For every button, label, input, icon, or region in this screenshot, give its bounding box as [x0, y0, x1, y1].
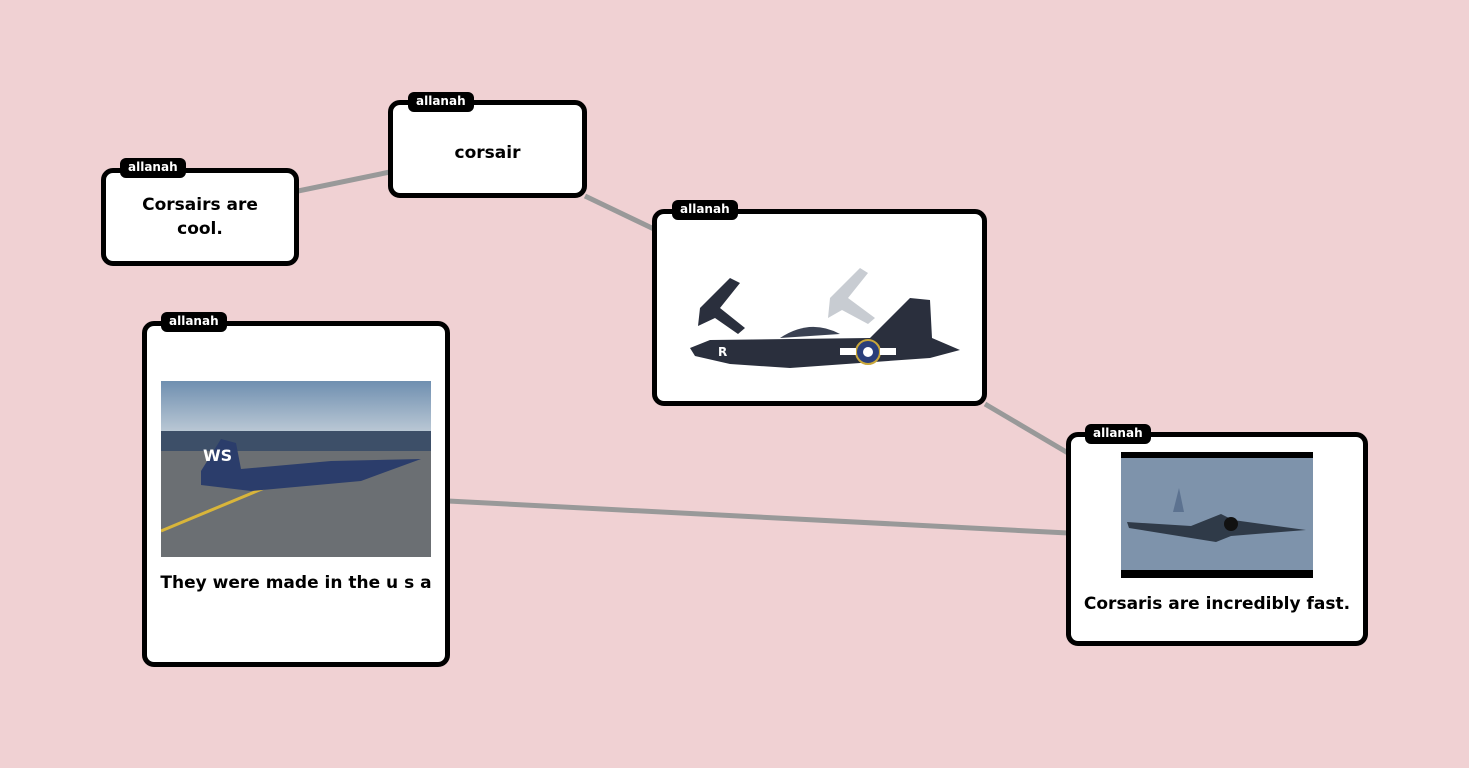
svg-text:R: R — [718, 345, 727, 359]
author-tag: allanah — [1085, 424, 1151, 444]
author-tag: allanah — [672, 200, 738, 220]
image-card-made-in-usa[interactable]: WS They were made in the u s a — [142, 321, 450, 667]
note-text: corsair — [454, 143, 521, 163]
author-tag: allanah — [161, 312, 227, 332]
note-text: They were made in the u s a — [160, 573, 432, 593]
image-card-incredibly-fast[interactable]: Corsaris are incredibly fast. — [1066, 432, 1368, 646]
corsair-profile-image: R — [689, 267, 960, 368]
link-line — [983, 401, 1070, 456]
author-tag: allanah — [408, 92, 474, 112]
image-card-corsair-profile[interactable]: R — [652, 209, 987, 406]
corsair-flight-image — [1121, 452, 1313, 578]
link-line — [583, 193, 658, 233]
note-card-corsairs-cool[interactable]: Corsairs are cool. — [101, 168, 299, 266]
link-line — [447, 498, 1069, 536]
svg-text:WS: WS — [203, 446, 232, 465]
author-tag: allanah — [120, 158, 186, 178]
note-text: Corsaris are incredibly fast. — [1083, 594, 1351, 614]
link-line — [297, 169, 391, 194]
note-card-corsair[interactable]: corsair — [388, 100, 587, 198]
note-text: Corsairs are cool. — [142, 195, 258, 239]
corsair-carrier-image: WS — [161, 381, 431, 557]
